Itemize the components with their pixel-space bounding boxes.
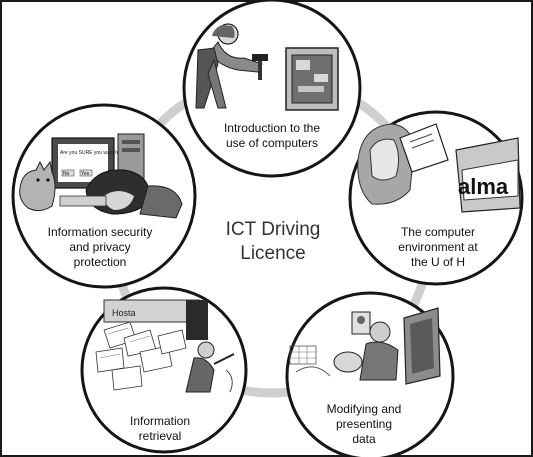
retrieval-illustration: Hosta — [95, 299, 235, 393]
dialog-no: No — [63, 171, 70, 177]
node-modifying[interactable]: Modifying and presenting data — [285, 291, 455, 457]
node-retrieval-label-2: retrieval — [139, 429, 182, 443]
node-environment-label-3: the U of H — [411, 255, 465, 269]
node-retrieval[interactable]: Hosta Information retrieval — [80, 286, 248, 454]
retrieval-sign-text: Hosta — [112, 308, 136, 318]
intro-illustration — [195, 23, 339, 111]
node-intro-label-1: Introduction to the — [224, 121, 320, 135]
node-modifying-label-2: presenting — [336, 417, 392, 431]
node-environment[interactable]: alma The computer environment at the U o… — [348, 110, 524, 286]
modifying-illustration — [289, 307, 441, 385]
node-environment-label-2: environment at — [398, 240, 478, 254]
node-environment-label-1: The computer — [401, 225, 475, 239]
diagram-center-title: ICT Driving Licence — [188, 218, 358, 266]
node-modifying-label-3: data — [352, 432, 376, 446]
center-title-line1: ICT Driving — [225, 219, 321, 240]
dialog-yes: Yes — [81, 171, 90, 177]
node-security[interactable]: Are you SURE you want to Delete No Yes I… — [11, 103, 197, 289]
node-security-label-2: and privacy — [69, 240, 130, 254]
node-intro-label-2: use of computers — [226, 136, 318, 150]
security-illustration: Are you SURE you want to Delete No Yes — [19, 133, 183, 219]
alma-sign-text: alma — [458, 174, 509, 199]
environment-illustration: alma — [357, 123, 521, 213]
node-security-label-3: protection — [74, 255, 127, 269]
node-retrieval-label-1: Information — [130, 414, 190, 428]
dialog-text: Are you SURE you want to Delete — [60, 150, 136, 156]
node-intro[interactable]: Introduction to the use of computers — [182, 0, 362, 178]
node-modifying-label-1: Modifying and — [327, 402, 402, 416]
center-title-line2: Licence — [240, 243, 306, 264]
node-security-label-1: Information security — [48, 225, 153, 239]
